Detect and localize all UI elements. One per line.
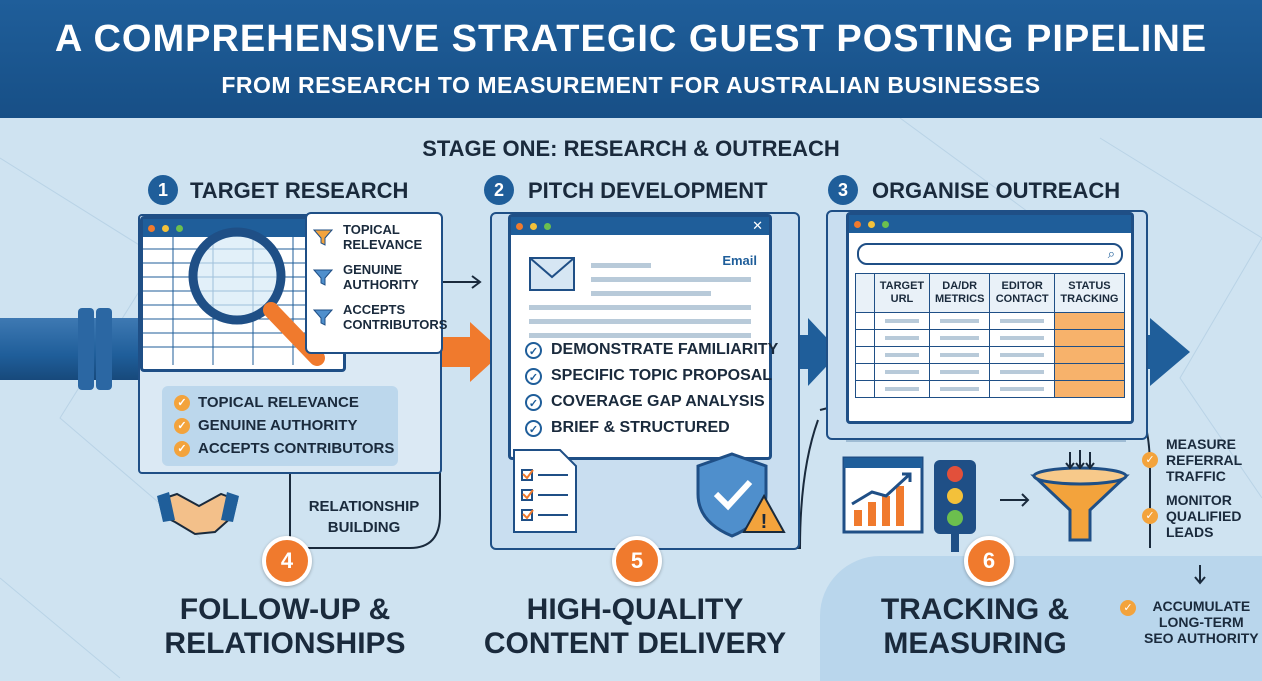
text-line (591, 263, 651, 268)
window-titlebar (849, 215, 1131, 233)
shield-icon: ! (696, 452, 786, 538)
table-row (855, 380, 1126, 398)
search-input[interactable]: ⌕ (857, 243, 1123, 265)
table-row (855, 312, 1126, 330)
step-3-title: ORGANISE OUTREACH (872, 178, 1121, 203)
tracking-panel (820, 556, 1262, 681)
document-checklist-icon (513, 449, 577, 533)
check-icon: ✓ (1142, 508, 1158, 524)
pitch-check-item: ✓DEMONSTRATE FAMILIARITY (525, 337, 778, 363)
check-icon: ✓ (525, 393, 542, 411)
check-icon: ✓ (525, 341, 542, 359)
pitch-check-item: ✓BRIEF & STRUCTURED (525, 415, 778, 441)
pipe (0, 318, 150, 380)
text-line (529, 305, 751, 310)
step-4-number: 4 (262, 536, 312, 586)
header-banner (0, 0, 1262, 118)
check-icon: ✓ (174, 440, 190, 457)
step-1-number: 1 (148, 175, 178, 205)
search-icon: ⌕ (1107, 246, 1115, 261)
svg-text:!: ! (761, 511, 768, 533)
text-line (591, 277, 751, 282)
step-4-title: FOLLOW-UP &RELATIONSHIPS (164, 593, 406, 660)
table-row (855, 329, 1126, 347)
step-2-number: 2 (484, 175, 514, 205)
pitch-check-item: ✓COVERAGE GAP ANALYSIS (525, 389, 778, 415)
pipe-flange (96, 308, 112, 390)
email-window: ✕ Email ✓DEMONSTRATE FAMILIARITY ✓SPECIF… (508, 214, 778, 460)
step-2-title: PITCH DEVELOPMENT (528, 178, 768, 203)
step-6-title: TRACKING &MEASURING (880, 593, 1070, 660)
step-1-title: TARGET RESEARCH (190, 178, 409, 203)
text-line (529, 319, 751, 324)
check-icon: ✓ (1142, 452, 1158, 468)
divider (846, 440, 1126, 442)
funnel-icon (1030, 450, 1130, 542)
text-line (591, 291, 711, 296)
criteria-item: ✓ACCEPTS CONTRIBUTORS (174, 440, 394, 457)
handshake-icon (157, 492, 239, 536)
check-icon: ✓ (174, 417, 190, 434)
funnel-icon (313, 269, 333, 286)
criteria-item: ✓GENUINE AUTHORITY (174, 417, 386, 434)
funnel-icon (313, 309, 333, 326)
stage-label: STAGE ONE: RESEARCH & OUTREACH (422, 136, 840, 161)
table-row (855, 346, 1126, 364)
text-line (529, 333, 751, 338)
envelope-icon (529, 257, 575, 291)
page-title: A COMPREHENSIVE STRATEGIC GUEST POSTING … (54, 18, 1208, 60)
step-6-number: 6 (964, 536, 1014, 586)
close-icon: ✕ (752, 218, 763, 233)
check-icon: ✓ (174, 394, 190, 411)
page-subtitle: FROM RESEARCH TO MEASUREMENT FOR AUSTRAL… (221, 72, 1041, 98)
check-icon: ✓ (525, 367, 542, 385)
table-row (855, 363, 1126, 381)
pitch-check-item: ✓SPECIFIC TOPIC PROPOSAL (525, 363, 778, 389)
research-criteria: ✓TOPICAL RELEVANCE ✓GENUINE AUTHORITY ✓A… (162, 386, 398, 466)
growth-chart-icon (842, 456, 924, 534)
check-icon: ✓ (525, 419, 542, 437)
step-3-number: 3 (828, 175, 858, 205)
window-titlebar: ✕ (511, 217, 769, 235)
criteria-item: ✓TOPICAL RELEVANCE (174, 394, 386, 411)
email-label: Email (722, 253, 757, 268)
pitch-checklist: ✓DEMONSTRATE FAMILIARITY ✓SPECIFIC TOPIC… (525, 337, 778, 441)
step-5-number: 5 (612, 536, 662, 586)
traffic-light-icon (934, 460, 976, 552)
funnel-icon (313, 229, 333, 246)
pipe-flange (78, 308, 94, 390)
check-icon: ✓ (1120, 600, 1136, 616)
